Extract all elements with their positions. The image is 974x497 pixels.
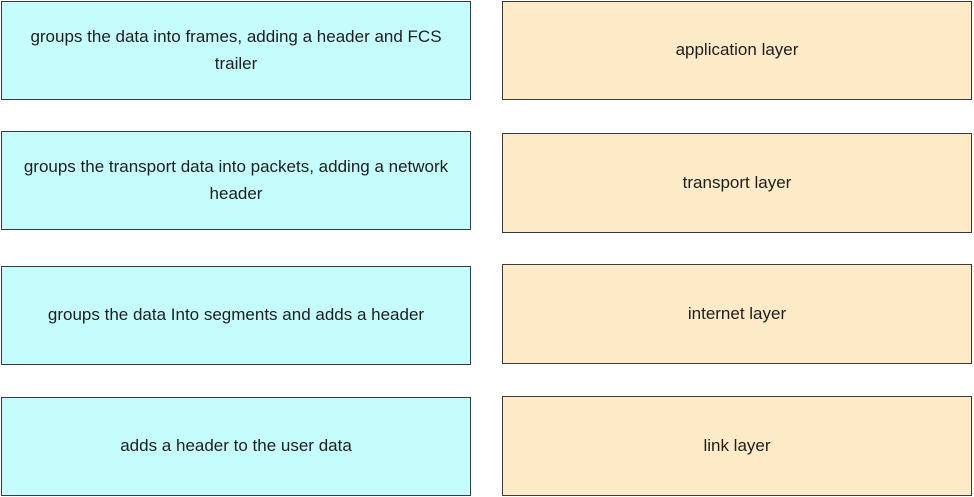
layer-label: transport layer (682, 172, 792, 192)
description-text: adds a header to the user data (120, 436, 352, 456)
layer-box-internet[interactable]: internet layer (502, 264, 972, 364)
description-box-packets[interactable]: groups the transport data into packets, … (1, 131, 471, 230)
layer-label: internet layer (687, 303, 787, 323)
layer-label: link layer (703, 435, 771, 455)
description-text: groups the data Into segments and adds a… (47, 305, 425, 325)
description-text: groups the data into frames, adding a he… (30, 27, 442, 73)
layer-box-transport[interactable]: transport layer (502, 133, 972, 233)
description-box-segments[interactable]: groups the data Into segments and adds a… (1, 266, 471, 365)
description-box-frames[interactable]: groups the data into frames, adding a he… (1, 1, 471, 100)
description-box-user-data[interactable]: adds a header to the user data (1, 397, 471, 496)
layer-box-link[interactable]: link layer (502, 396, 972, 496)
description-text: groups the transport data into packets, … (23, 157, 449, 203)
layer-box-application[interactable]: application layer (502, 1, 972, 100)
layer-label: application layer (675, 40, 799, 60)
